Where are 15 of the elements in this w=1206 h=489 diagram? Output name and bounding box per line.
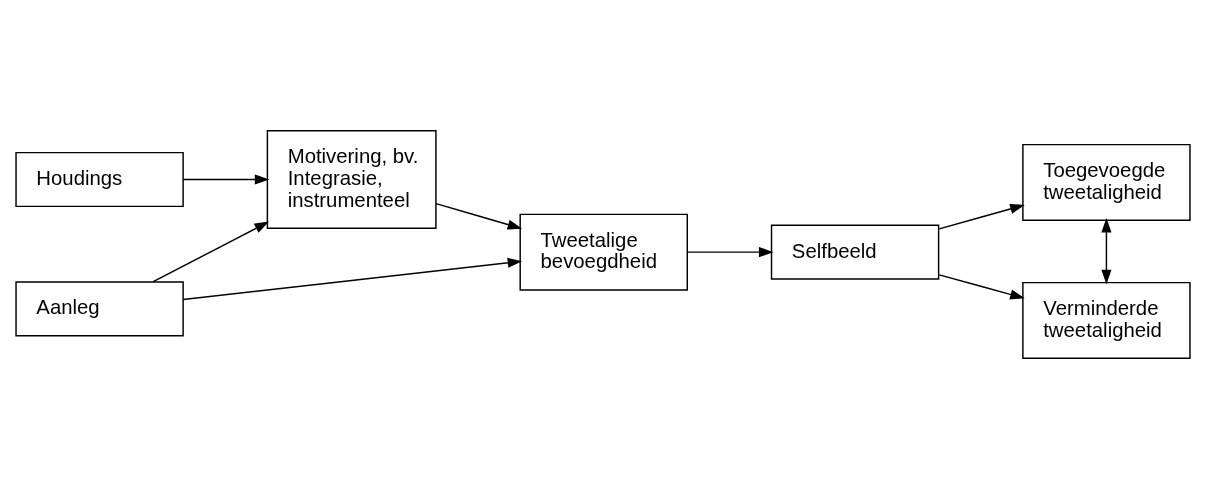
arrow (1101, 218, 1112, 285)
arrow (938, 203, 1025, 230)
arrow (435, 202, 523, 230)
arrow (182, 174, 270, 185)
node-box: Aanleg (15, 281, 184, 337)
arrow (938, 274, 1025, 300)
arrow (687, 247, 774, 258)
arrow (182, 257, 523, 301)
node-box: Selfbeeld (770, 224, 940, 280)
arrow (152, 221, 270, 283)
node-box: Tweetalige bevoegdheid (519, 213, 688, 291)
node-box: Toegevoegde tweetaligheid (1022, 143, 1191, 221)
node-box: Motivering, bv. Integrasie, instrumenteel (266, 130, 437, 229)
node-box: Verminderde tweetaligheid (1022, 281, 1191, 359)
node-box: Houdings (15, 151, 184, 208)
